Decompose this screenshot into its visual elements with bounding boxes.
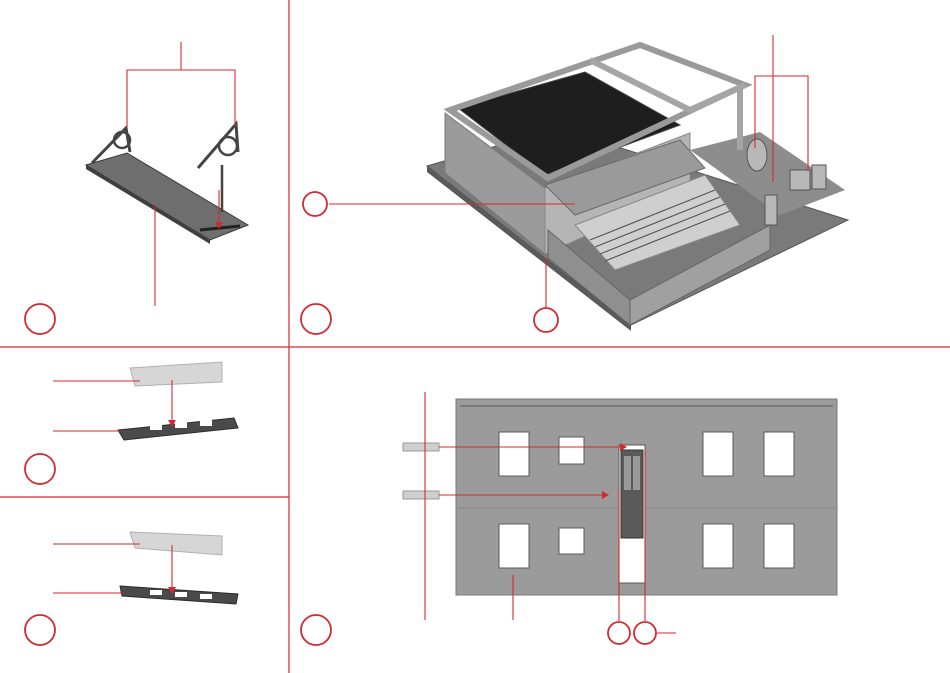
panel-rail-step-a <box>25 362 238 484</box>
panel-assembled-building <box>301 35 848 334</box>
door-insert-pane-right <box>633 456 640 490</box>
window-upper-1 <box>499 432 529 476</box>
window-upper-3 <box>703 432 733 476</box>
loose-piece-2 <box>403 491 439 499</box>
step-circle-4 <box>25 615 55 645</box>
callout-circle-c <box>608 622 630 644</box>
window-lower-1 <box>499 524 529 568</box>
callout-circle-d <box>634 622 656 644</box>
yard-items-leader <box>755 35 773 148</box>
window-lower-4 <box>764 524 794 568</box>
bracket-leader <box>127 42 181 128</box>
light-part-a <box>130 362 222 386</box>
door-insert-pane-left <box>624 456 631 490</box>
callout-circle-b <box>534 308 558 332</box>
step-circle-3 <box>25 454 55 484</box>
panel-bracket-platform <box>25 42 248 334</box>
window-lower-2 <box>559 528 584 554</box>
loose-piece-1 <box>403 443 439 451</box>
callout-circle-a <box>303 192 327 216</box>
window-upper-2 <box>559 437 584 464</box>
step-circle-2 <box>301 304 331 334</box>
light-part-b <box>130 532 222 555</box>
step-circle-1 <box>25 304 55 334</box>
window-upper-4 <box>764 432 794 476</box>
panel-rail-step-b <box>25 532 238 645</box>
bracket-leader-right <box>181 70 235 126</box>
window-lower-3 <box>703 524 733 568</box>
panel-wall-windows <box>301 392 837 645</box>
step-circle-5 <box>301 615 331 645</box>
dark-frame-a <box>118 418 238 440</box>
